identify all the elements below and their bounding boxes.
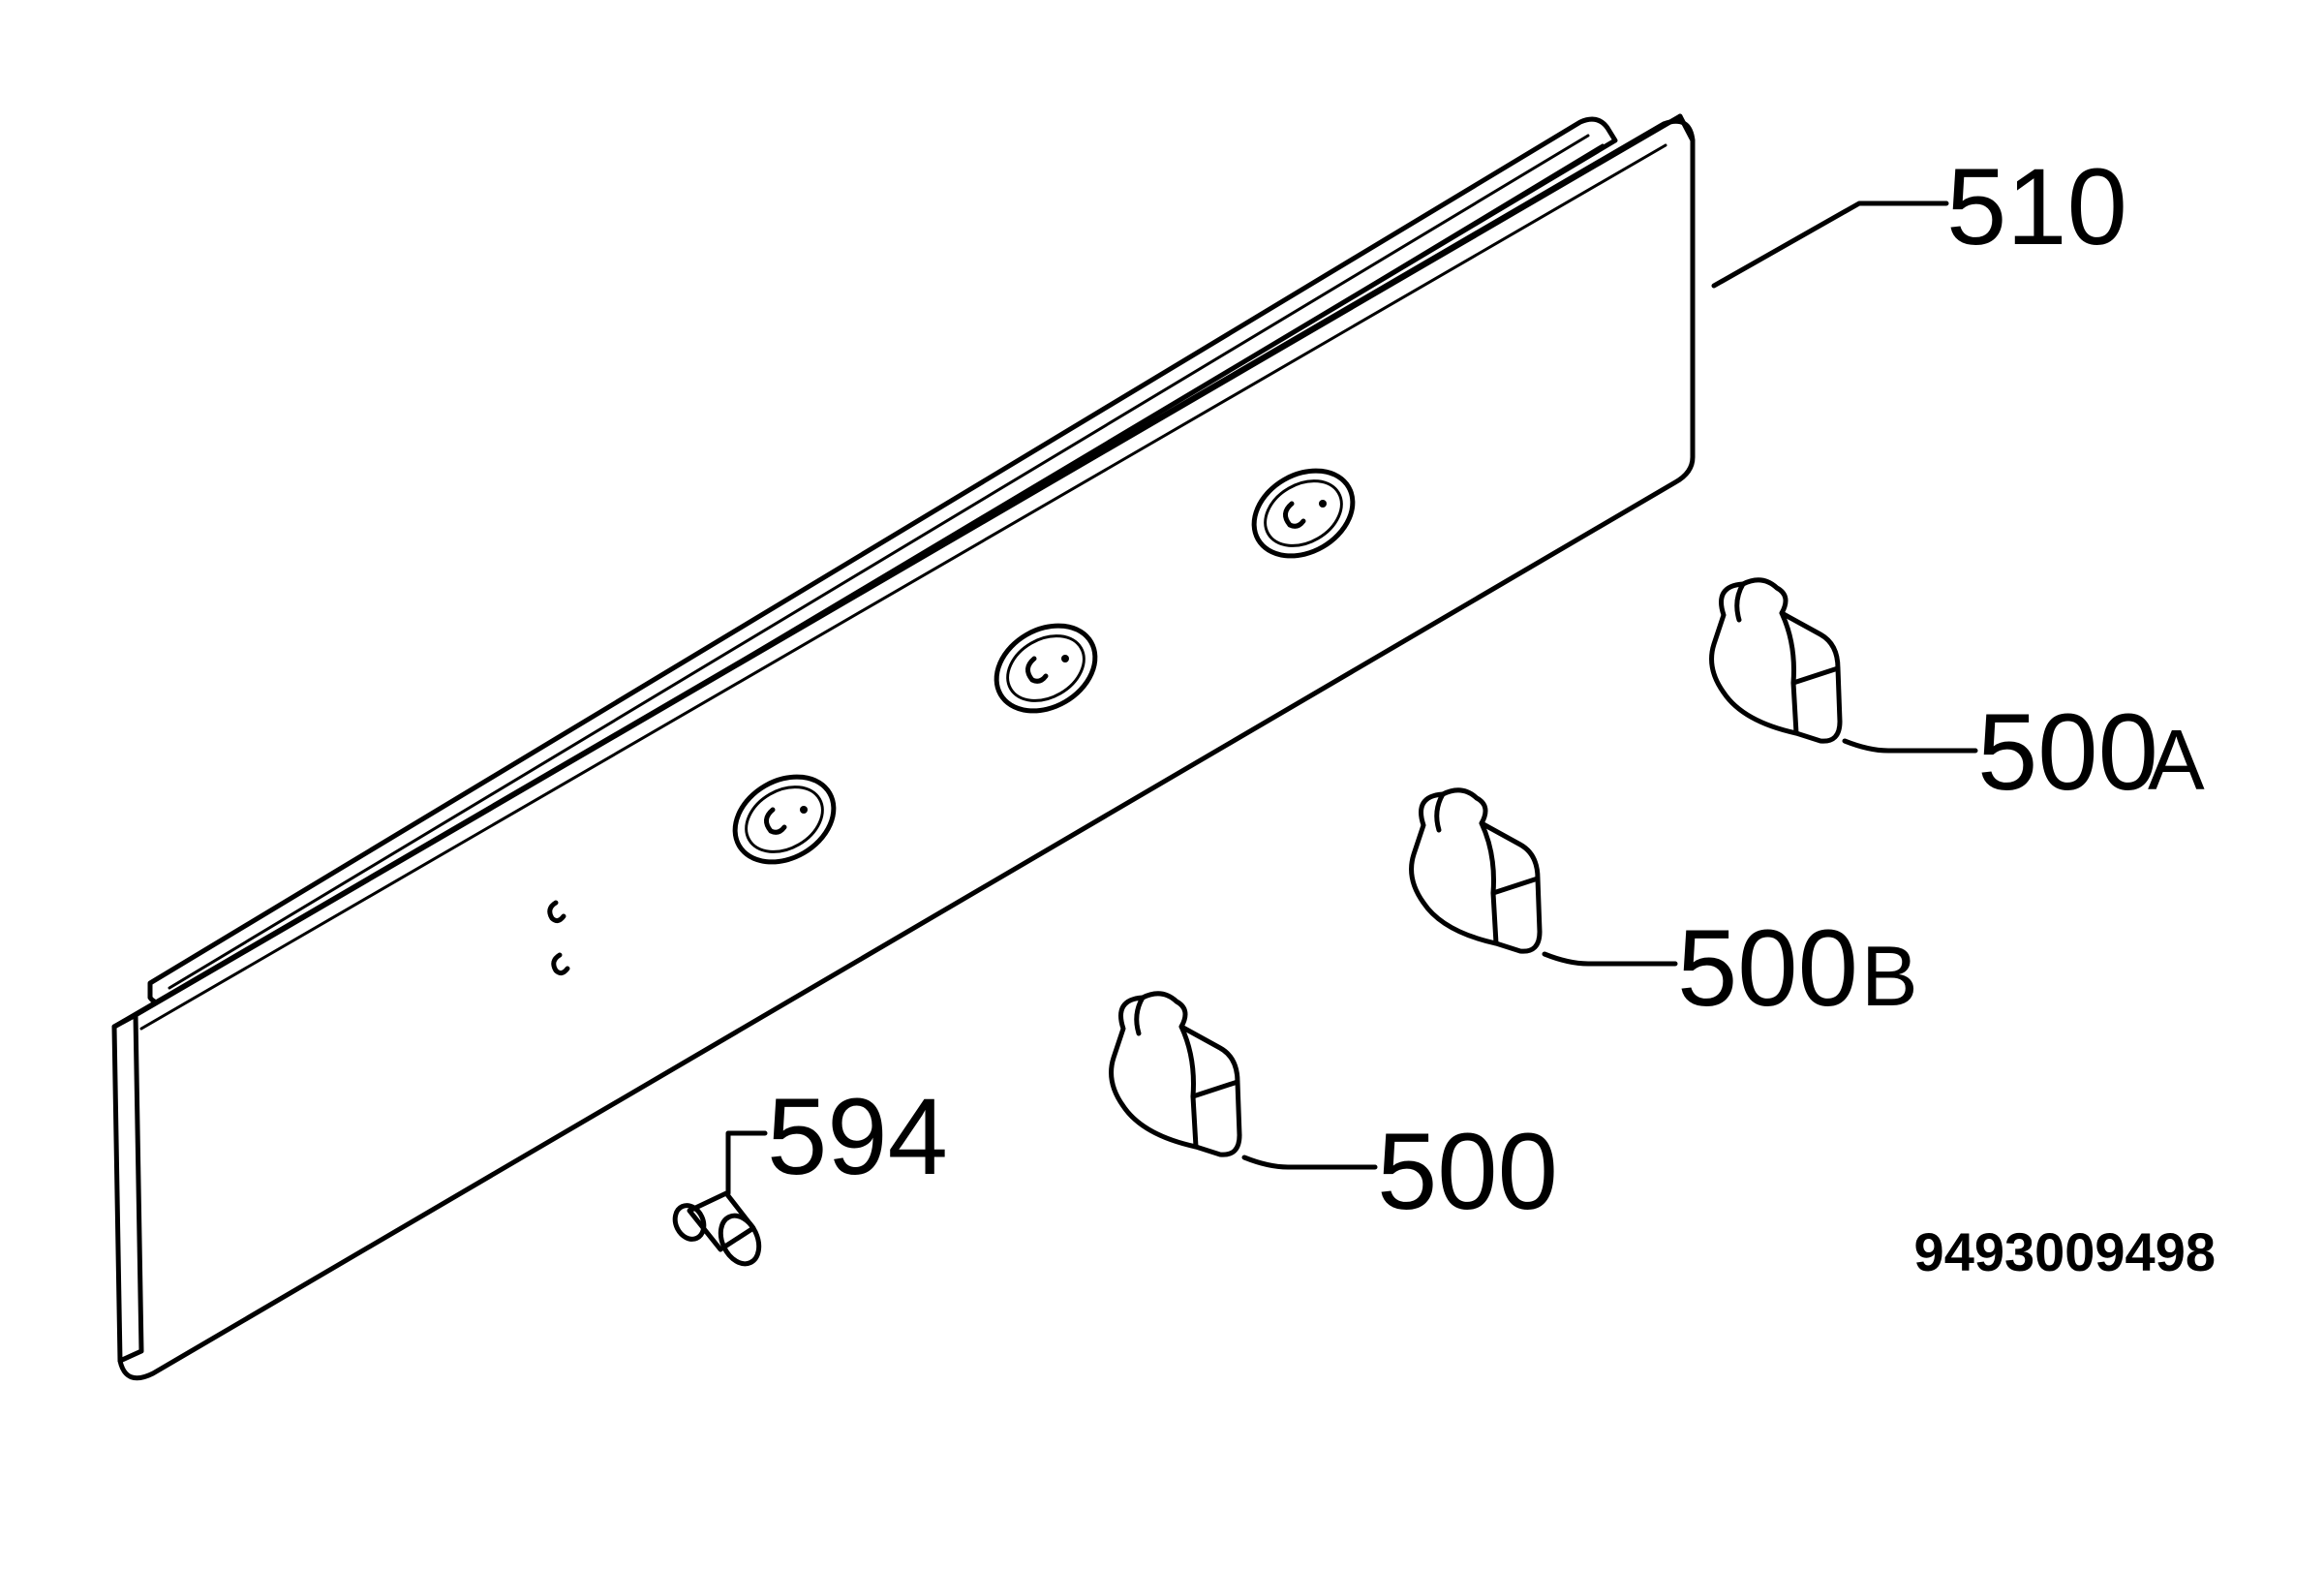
- knob-500: [1109, 991, 1242, 1157]
- callout-500A-number: 500: [1977, 692, 2158, 813]
- control-panel: [111, 113, 1696, 1381]
- leader-500B: [1542, 951, 1678, 967]
- leader-510: [1711, 200, 1949, 289]
- panel-rail-groove: [168, 134, 1590, 990]
- leader-594: [725, 1130, 768, 1196]
- callout-594: 594: [767, 1076, 948, 1197]
- knob-500A: [1709, 577, 1843, 744]
- spindle-boss-middle: [994, 623, 1098, 714]
- callout-500B-number: 500: [1677, 908, 1858, 1029]
- panel-right-edge: [1677, 113, 1696, 143]
- drawing-number: 9493009498: [1914, 1221, 2216, 1282]
- screw-594: [672, 1190, 762, 1267]
- leader-500A: [1842, 738, 1978, 754]
- panel-top-edge: [133, 113, 1683, 1018]
- callout-500: 500: [1377, 1111, 1558, 1232]
- spindle-boss-right: [1251, 468, 1356, 559]
- panel-inner-top-line: [139, 143, 1667, 1031]
- callout-510: 510: [1946, 146, 2127, 267]
- panel-left-edge: [111, 1012, 144, 1364]
- leader-500: [1241, 1155, 1378, 1170]
- spindle-boss-left: [732, 774, 837, 865]
- callout-500B-suffix: B: [1861, 928, 1918, 1024]
- knob-500B: [1409, 787, 1543, 954]
- callout-500A-suffix: A: [2148, 712, 2205, 808]
- lamp-holes: [547, 900, 570, 976]
